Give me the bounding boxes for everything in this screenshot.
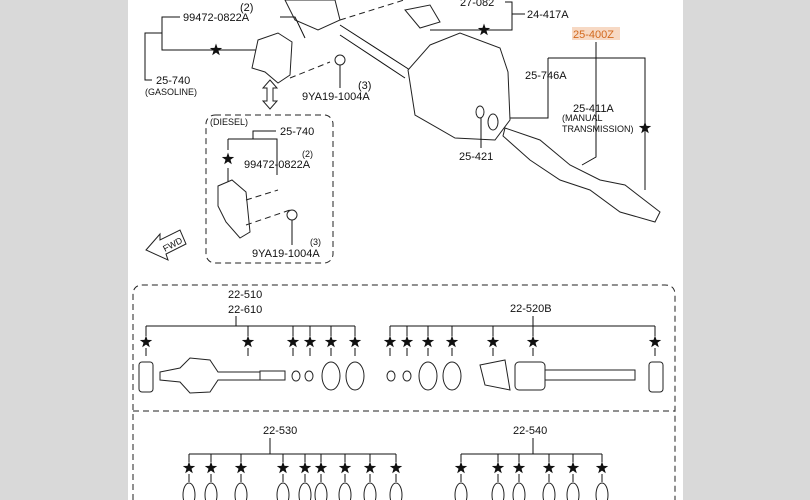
- bracket-variant: (GASOLINE): [145, 87, 197, 97]
- right-driveshaft-callout: 27-082 24-417A 25-400Z 25-746A 25-411A (…: [404, 0, 661, 223]
- kit-bracket-line: [389, 316, 656, 356]
- kit-part-drawing: [389, 482, 403, 500]
- diesel-bracket-box: (DIESEL) 25-740 (2) 99472-0822A (3) 9YA1…: [205, 114, 334, 264]
- star-icon: [477, 23, 491, 36]
- star-icon: [421, 335, 435, 348]
- kit-part-drawing: [542, 482, 556, 500]
- shaft-part-number: 25-411A: [573, 103, 614, 115]
- star-icon: [400, 335, 414, 348]
- engine-bracket-drawing: [251, 32, 293, 84]
- star-icon: [303, 335, 317, 348]
- transmission-case-drawing: [407, 32, 511, 141]
- assembly-part-number[interactable]: 25-400Z: [573, 29, 614, 41]
- diesel-bracket-drawing: [217, 179, 251, 239]
- kit-22-510: 22-510: [228, 289, 262, 301]
- gasoline-bracket-callout: (2) 99472-0822A 25-740 (GASOLINE) (3) 9Y…: [144, 2, 371, 110]
- exploded-parts-diagram: (2) 99472-0822A 25-740 (GASOLINE) (3) 9Y…: [132, 0, 676, 500]
- kit-part-drawing: [298, 482, 312, 500]
- kit-part-drawing: [234, 482, 248, 500]
- star-icon: [595, 461, 609, 474]
- diesel-title: (DIESEL): [210, 117, 248, 127]
- star-icon: [566, 461, 580, 474]
- left-driveshaft-drawing: [284, 0, 411, 79]
- star-icon: [139, 335, 153, 348]
- star-icon: [286, 335, 300, 348]
- kit-part-drawing: [276, 482, 290, 500]
- bolt-drawing: [334, 54, 346, 66]
- star-icon: [298, 461, 312, 474]
- assembly-highlight: [572, 27, 620, 40]
- kit-22-530: 22-530: [263, 425, 297, 437]
- star-icon: [221, 152, 235, 165]
- diesel-bolt2-qty: (3): [310, 237, 321, 247]
- diesel-bolt-qty: (2): [302, 149, 313, 159]
- star-icon: [182, 461, 196, 474]
- kit-part-drawing: [363, 482, 377, 500]
- kit-part-drawing: [512, 482, 526, 500]
- star-icon: [454, 461, 468, 474]
- kit-part-drawing: [491, 482, 505, 500]
- seal-part-number: 25-746A: [525, 70, 567, 82]
- kit-part-drawing: [182, 482, 196, 500]
- repair-kits-box: 22-510 22-610 22-520B 22-530 22-540: [132, 284, 676, 500]
- bolt-part-number: 99472-0822A: [183, 12, 250, 24]
- clip-part-number: 25-421: [459, 151, 493, 163]
- star-icon: [348, 335, 362, 348]
- star-icon: [383, 335, 397, 348]
- star-icon: [324, 335, 338, 348]
- kit-part-drawing: [454, 482, 468, 500]
- star-icon: [512, 461, 526, 474]
- star-icon: [338, 461, 352, 474]
- bolt-qty: (2): [240, 2, 253, 14]
- part-24-417a: 24-417A: [527, 9, 569, 21]
- kit-part-drawing: [314, 482, 328, 500]
- kit-part-drawing: [595, 482, 609, 500]
- star-icon: [363, 461, 377, 474]
- kit-22-520b: 22-520B: [510, 303, 552, 315]
- star-icon: [445, 335, 459, 348]
- kit-bracket-line: [188, 438, 397, 482]
- kit-bracket-line: [460, 438, 603, 482]
- star-icon: [526, 335, 540, 348]
- shaft-note-2: TRANSMISSION): [562, 124, 634, 134]
- star-icon: [204, 461, 218, 474]
- diesel-bolt2-part: 9YA19-1004A: [252, 248, 320, 260]
- bolt2-part-number: 9YA19-1004A: [302, 91, 370, 103]
- kit-bracket-line: [145, 316, 356, 356]
- star-icon: [648, 335, 662, 348]
- star-icon: [389, 461, 403, 474]
- kit-part-drawing: [204, 482, 218, 500]
- star-icon: [209, 43, 223, 56]
- star-icon: [241, 335, 255, 348]
- shaft-note-1: (MANUAL: [562, 113, 603, 123]
- kit-part-drawing: [566, 482, 580, 500]
- bracket-part-number: 25-740: [156, 75, 190, 87]
- star-icon: [234, 461, 248, 474]
- fwd-arrow-icon: FWD: [145, 229, 187, 261]
- star-icon: [314, 461, 328, 474]
- star-icon: [638, 121, 652, 134]
- part-27-082: 27-082: [460, 0, 494, 9]
- double-arrow-icon: [261, 79, 279, 110]
- parts-diagram-page: (2) 99472-0822A 25-740 (GASOLINE) (3) 9Y…: [128, 0, 683, 500]
- driveshaft-drawing: [502, 127, 661, 223]
- diesel-bracket-part: 25-740: [280, 126, 314, 138]
- star-icon: [491, 461, 505, 474]
- kit-22-540: 22-540: [513, 425, 547, 437]
- star-icon: [276, 461, 290, 474]
- diesel-bolt-part: 99472-0822A: [244, 159, 311, 171]
- bolt2-qty: (3): [358, 80, 371, 92]
- star-icon: [542, 461, 556, 474]
- kit-22-610: 22-610: [228, 304, 262, 316]
- star-icon: [486, 335, 500, 348]
- kit-part-drawing: [338, 482, 352, 500]
